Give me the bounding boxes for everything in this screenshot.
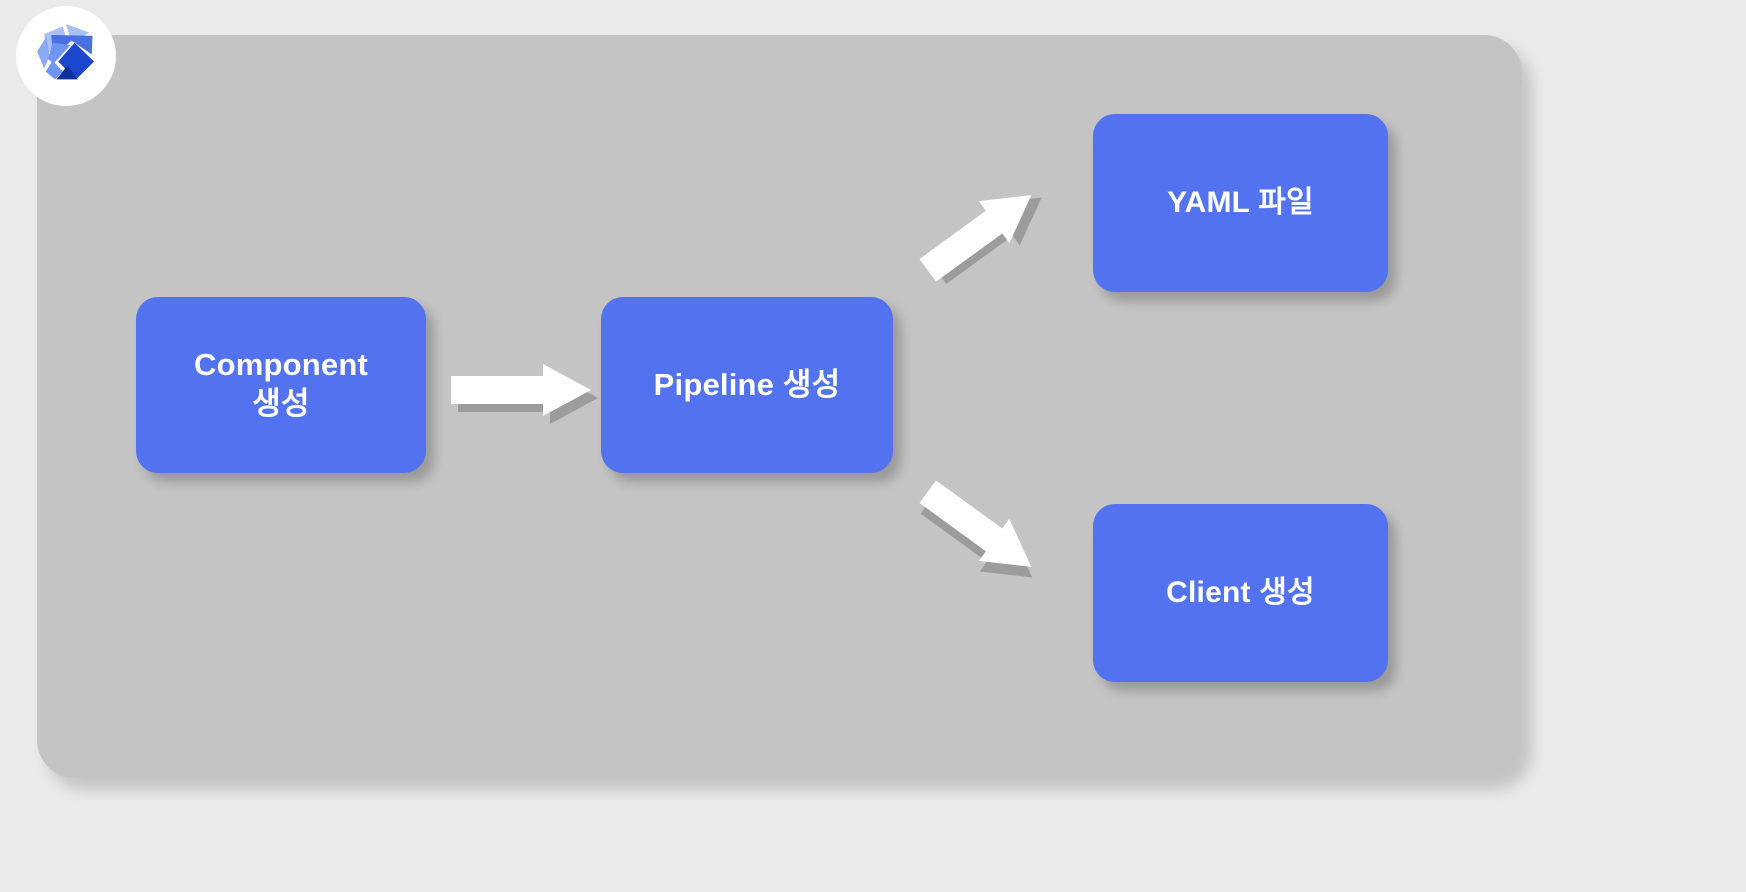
node-pipeline-label: Pipeline 생성 xyxy=(653,366,841,402)
kubeflow-logo xyxy=(16,6,116,106)
arrow-pipeline-to-client xyxy=(916,478,1056,590)
arrow-up-right-icon xyxy=(919,195,1042,285)
node-component-label-line2: 생성 xyxy=(252,386,310,421)
kubeflow-logo-icon xyxy=(37,24,95,80)
node-client[interactable]: Client 생성 xyxy=(1093,504,1388,682)
node-yaml[interactable]: YAML 파일 xyxy=(1093,114,1388,292)
node-client-label: Client 생성 xyxy=(1166,576,1315,610)
node-component-label-line1: Component xyxy=(194,347,368,383)
arrow-pipeline-to-yaml xyxy=(916,172,1056,285)
node-yaml-label: YAML 파일 xyxy=(1167,186,1314,220)
arrow-component-to-pipeline xyxy=(446,358,598,428)
node-pipeline[interactable]: Pipeline 생성 xyxy=(601,297,893,473)
arrow-down-right-icon xyxy=(919,480,1033,578)
arrow-right-icon xyxy=(451,364,598,424)
